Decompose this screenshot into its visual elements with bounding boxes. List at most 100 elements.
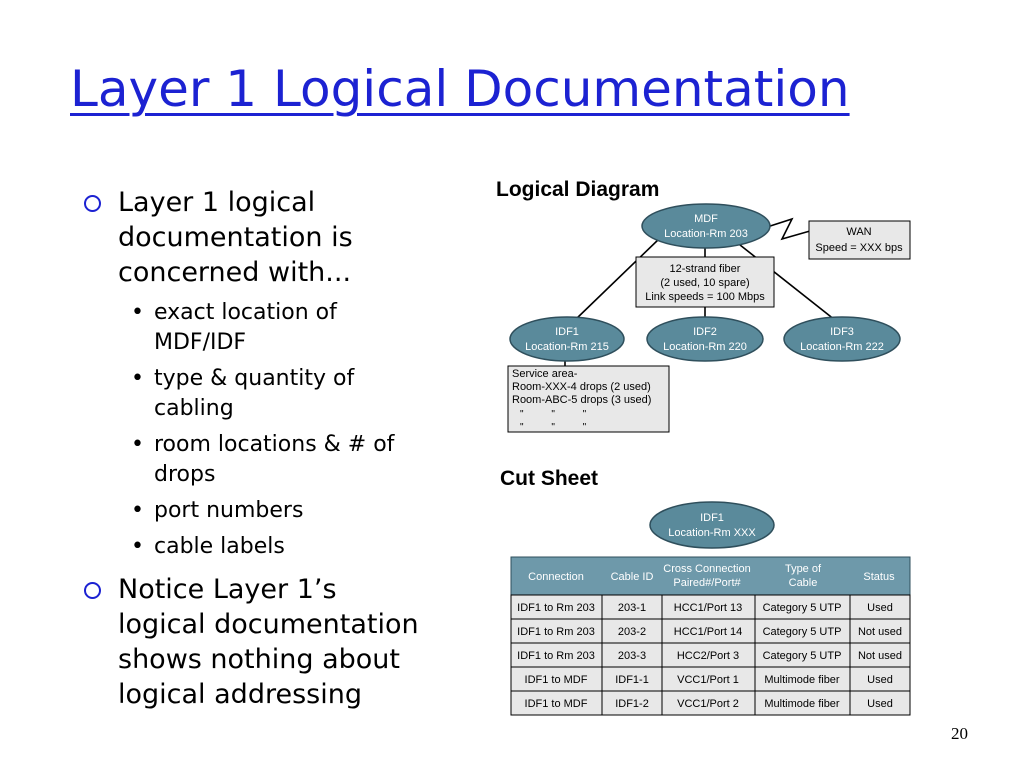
bullet-1-line: Layer 1 logical [118, 187, 316, 218]
bullet-1: Layer 1 logical documentation is concern… [82, 185, 477, 290]
bullet-1-line: concerned with... [118, 257, 352, 288]
idf2-location: Location-Rm 220 [663, 341, 747, 353]
table-row: IDF1 to Rm 203 203-2 HCC1/Port 14 Catego… [517, 626, 902, 638]
table-cell: 203-1 [618, 602, 646, 614]
sub-bullet-line: exact location of [154, 300, 337, 325]
service-area-line: Room-ABC-5 drops (3 used) [512, 394, 651, 406]
hollow-circle-bullet-icon [84, 582, 101, 599]
service-area-line: Room-XXX-4 drops (2 used) [512, 381, 651, 393]
dot-bullet-icon: • [131, 300, 144, 325]
cut-sheet-table: Connection Cable ID Cross Connection Pai… [510, 556, 911, 716]
column-header: Connection [528, 571, 584, 583]
sub-bullet-cabling: • type & quantity of cabling [118, 364, 477, 424]
mdf-to-wan-link [763, 217, 811, 241]
sub-bullet-line: MDF/IDF [154, 330, 247, 355]
table-row: IDF1 to Rm 203 203-1 HCC1/Port 13 Catego… [517, 602, 893, 614]
table-cell: Category 5 UTP [763, 650, 842, 662]
sub-bullet-line: cable labels [154, 534, 285, 559]
dot-bullet-icon: • [131, 366, 144, 391]
service-area-ditto: " " " [520, 409, 587, 420]
table-cell: IDF1-1 [615, 674, 649, 686]
sub-bullet-ports: • port numbers [118, 496, 477, 526]
table-cell: Multimode fiber [764, 674, 840, 686]
column-header: Paired#/Port# [673, 577, 741, 589]
idf3-location: Location-Rm 222 [800, 341, 884, 353]
dot-bullet-icon: • [131, 432, 144, 457]
service-area-box: Service area- Room-XXX-4 drops (2 used) … [507, 365, 670, 433]
sub-bullet-list: • exact location of MDF/IDF • type & qua… [82, 298, 477, 562]
table-cell: Not used [858, 626, 902, 638]
table-cell: IDF1 to Rm 203 [517, 650, 595, 662]
column-header: Cable ID [611, 571, 654, 583]
table-cell: VCC1/Port 2 [677, 698, 739, 710]
cut-sheet-idf-name: IDF1 [700, 512, 724, 524]
slide-title: Layer 1 Logical Documentation [70, 60, 850, 118]
column-header: Type of [785, 563, 822, 575]
table-cell: 203-2 [618, 626, 646, 638]
bullet-1-line: documentation is [118, 222, 353, 253]
cut-sheet-heading: Cut Sheet [500, 467, 598, 490]
bullet-2-line: logical documentation [118, 609, 419, 640]
idf3-name: IDF3 [830, 326, 854, 338]
idf1-location: Location-Rm 215 [525, 341, 609, 353]
network-diagram: Logical Diagram MDF Location-Rm 203 WAN … [496, 178, 911, 716]
mdf-to-idf1-link [574, 237, 661, 321]
service-area-ditto: " " " [520, 422, 587, 433]
sub-bullet-drops: • room locations & # of drops [118, 430, 477, 490]
dot-bullet-icon: • [131, 498, 144, 523]
idf2-name: IDF2 [693, 326, 717, 338]
table-cell: IDF1 to MDF [525, 698, 588, 710]
logical-diagram-heading: Logical Diagram [496, 178, 659, 201]
table-cell: 203-3 [618, 650, 646, 662]
table-cell: Multimode fiber [764, 698, 840, 710]
table-cell: IDF1 to Rm 203 [517, 626, 595, 638]
dot-bullet-icon: • [131, 534, 144, 559]
wan-box: WAN Speed = XXX bps [808, 220, 911, 260]
idf3-node: IDF3 Location-Rm 222 [783, 316, 901, 362]
backbone-line: 12-strand fiber [670, 263, 741, 275]
wan-speed: Speed = XXX bps [815, 242, 903, 254]
bullet-2-line: logical addressing [118, 679, 362, 710]
backbone-line: Link speeds = 100 Mbps [645, 291, 765, 303]
cut-sheet-idf-node: IDF1 Location-Rm XXX [649, 501, 775, 549]
table-cell: Category 5 UTP [763, 626, 842, 638]
table-cell: IDF1-2 [615, 698, 649, 710]
sub-bullet-line: cabling [154, 396, 234, 421]
table-cell: HCC2/Port 3 [677, 650, 739, 662]
column-header: Cross Connection [663, 563, 750, 575]
table-cell: Category 5 UTP [763, 602, 842, 614]
backbone-line: (2 used, 10 spare) [660, 277, 749, 289]
mdf-node-name: MDF [694, 213, 718, 225]
table-cell: IDF1 to MDF [525, 674, 588, 686]
hollow-circle-bullet-icon [84, 195, 101, 212]
bullet-list: Layer 1 logical documentation is concern… [82, 185, 477, 718]
sub-bullet-line: type & quantity of [154, 366, 355, 391]
table-row: IDF1 to MDF IDF1-1 VCC1/Port 1 Multimode… [525, 674, 893, 686]
bullet-2-line: shows nothing about [118, 644, 400, 675]
idf1-name: IDF1 [555, 326, 579, 338]
sub-bullet-line: port numbers [154, 498, 304, 523]
table-cell: Used [867, 698, 893, 710]
mdf-to-idf3-link [734, 240, 836, 321]
backbone-box: 12-strand fiber (2 used, 10 spare) Link … [635, 256, 775, 308]
bullet-2-line: Notice Layer 1’s [118, 574, 337, 605]
wan-name: WAN [846, 226, 871, 238]
idf2-node: IDF2 Location-Rm 220 [646, 316, 764, 362]
table-cell: Used [867, 602, 893, 614]
table-cell: Used [867, 674, 893, 686]
table-row: IDF1 to Rm 203 203-3 HCC2/Port 3 Categor… [517, 650, 902, 662]
table-cell: HCC1/Port 14 [674, 626, 742, 638]
table-row: IDF1 to MDF IDF1-2 VCC1/Port 2 Multimode… [525, 698, 893, 710]
idf1-node: IDF1 Location-Rm 215 [509, 316, 625, 362]
service-area-line: Service area- [512, 368, 578, 380]
column-header: Cable [789, 577, 818, 589]
sub-bullet-line: room locations & # of [154, 432, 395, 457]
sub-bullet-line: drops [154, 462, 216, 487]
column-header: Status [863, 571, 895, 583]
mdf-node-location: Location-Rm 203 [664, 228, 748, 240]
bullet-2: Notice Layer 1’s logical documentation s… [82, 572, 477, 712]
sub-bullet-location: • exact location of MDF/IDF [118, 298, 477, 358]
cut-sheet-idf-location: Location-Rm XXX [668, 527, 756, 539]
table-cell: HCC1/Port 13 [674, 602, 742, 614]
table-cell: Not used [858, 650, 902, 662]
